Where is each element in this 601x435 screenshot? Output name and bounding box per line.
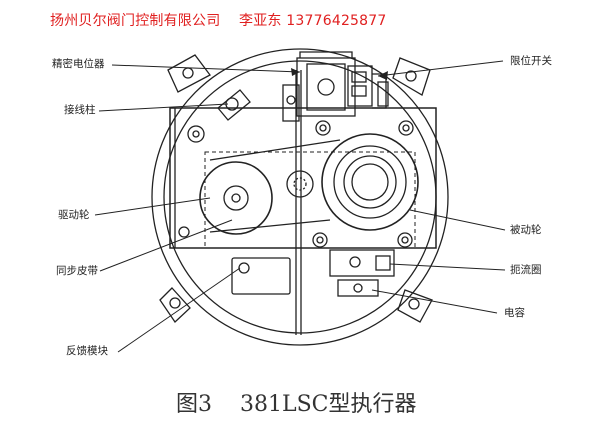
choke-coil-part xyxy=(329,249,395,277)
left-column-bracket xyxy=(282,84,300,122)
leader-terminal-post xyxy=(98,103,229,112)
callout-arrows xyxy=(291,68,388,80)
plate-bolt xyxy=(398,120,414,136)
drive-wheel-part xyxy=(199,161,273,235)
label-limit-switch: 限位开关 xyxy=(510,55,552,67)
leader-sync-belt xyxy=(99,219,233,272)
leader-limit-switch xyxy=(377,60,504,77)
plate-bolt xyxy=(178,226,190,238)
leader-drive-wheel xyxy=(94,197,211,216)
potentiometer-block xyxy=(296,57,356,117)
figure-number: 图3 xyxy=(176,392,212,417)
label-feedback-module: 反馈模块 xyxy=(66,345,108,357)
plate-bolt xyxy=(397,232,413,248)
potentiometer-knob xyxy=(317,78,335,96)
label-choke-coil: 扼流圈 xyxy=(510,264,542,276)
leader-potentiometer xyxy=(111,64,301,73)
company-name: 扬州贝尔阀门控制有限公司 xyxy=(50,13,221,29)
label-sync-belt: 同步皮带 xyxy=(56,265,98,277)
mounting-ear-top-left xyxy=(167,54,211,93)
plate-bolt xyxy=(187,125,205,143)
plate-bolt xyxy=(312,232,328,248)
driven-wheel-part xyxy=(321,133,419,231)
terminal-post-part xyxy=(217,89,251,121)
mounting-ear-top-right xyxy=(392,57,431,96)
leader-capacitor xyxy=(371,289,498,314)
sync-belt-part xyxy=(209,139,341,161)
mounting-ear-bottom-left xyxy=(159,287,191,323)
callout-leaders xyxy=(94,60,506,353)
contact-phone: 13776425877 xyxy=(286,13,387,29)
center-shaft xyxy=(295,70,302,335)
housing-outer-ring xyxy=(151,48,449,346)
plate-bolt xyxy=(315,120,331,136)
leader-driven-wheel xyxy=(409,209,506,231)
limit-switch-housing xyxy=(347,65,373,107)
feedback-module-part xyxy=(231,257,291,295)
header-line: 扬州贝尔阀门控制有限公司 李亚东 13776425877 xyxy=(50,10,386,30)
label-terminal-post: 接线柱 xyxy=(64,104,96,116)
figure-title: 381LSC型执行器 xyxy=(240,392,417,417)
label-driven-wheel: 被动轮 xyxy=(510,224,542,236)
label-capacitor: 电容 xyxy=(504,307,525,319)
capacitor-part xyxy=(337,279,379,297)
main-plate xyxy=(169,107,437,249)
leader-choke-coil xyxy=(389,263,506,271)
figure-caption: 图3 381LSC型执行器 xyxy=(176,386,417,418)
contact-name: 李亚东 xyxy=(239,13,282,29)
mounting-ear-bottom-right xyxy=(397,289,433,323)
leader-feedback-module xyxy=(117,267,241,353)
idler-gear xyxy=(286,170,314,198)
label-drive-wheel: 驱动轮 xyxy=(58,209,90,221)
label-precision-potentiometer: 精密电位器 xyxy=(52,58,105,70)
